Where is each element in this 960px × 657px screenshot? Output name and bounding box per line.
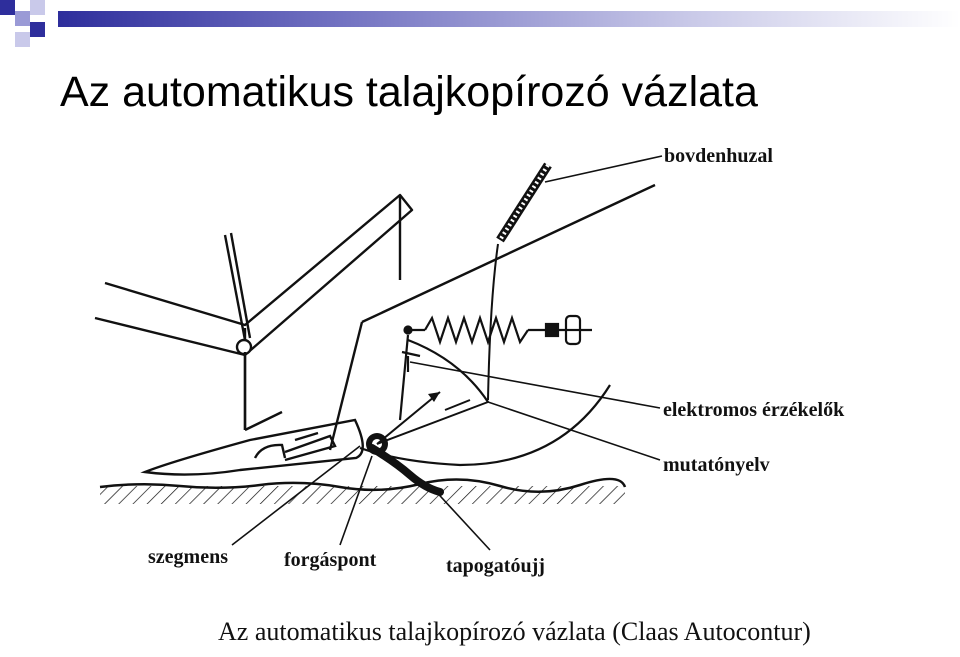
- ground: [99, 477, 627, 504]
- leader-lines: [231, 155, 663, 551]
- header-frame: [94, 183, 656, 451]
- slide-title: Az automatikus talajkopírozó vázlata: [60, 68, 758, 116]
- deco-square: [0, 0, 15, 15]
- label-pointer-tongue: mutatónyelv: [663, 454, 770, 476]
- deco-square: [30, 22, 45, 37]
- title-accent-bar: [58, 11, 960, 27]
- label-bowden-cable: bovdenhuzal: [664, 145, 773, 167]
- diagram-caption: Az automatikus talajkopírozó vázlata (Cl…: [218, 617, 811, 646]
- pivot-and-pointer: [366, 391, 489, 496]
- segment-arc: [359, 334, 611, 467]
- corner-decoration: [0, 0, 60, 60]
- label-segment: szegmens: [148, 546, 228, 568]
- label-electric-sensors: elektromos érzékelők: [663, 399, 845, 421]
- cutter-shoe: [140, 418, 364, 476]
- label-feeler-finger: tapogatóujj: [446, 555, 545, 577]
- bowden-cable: [487, 162, 552, 401]
- deco-square: [15, 11, 30, 26]
- deco-square: [15, 32, 30, 47]
- label-pivot-point: forgáspont: [284, 549, 377, 571]
- deco-square: [30, 0, 45, 15]
- spring-assembly: [403, 314, 592, 346]
